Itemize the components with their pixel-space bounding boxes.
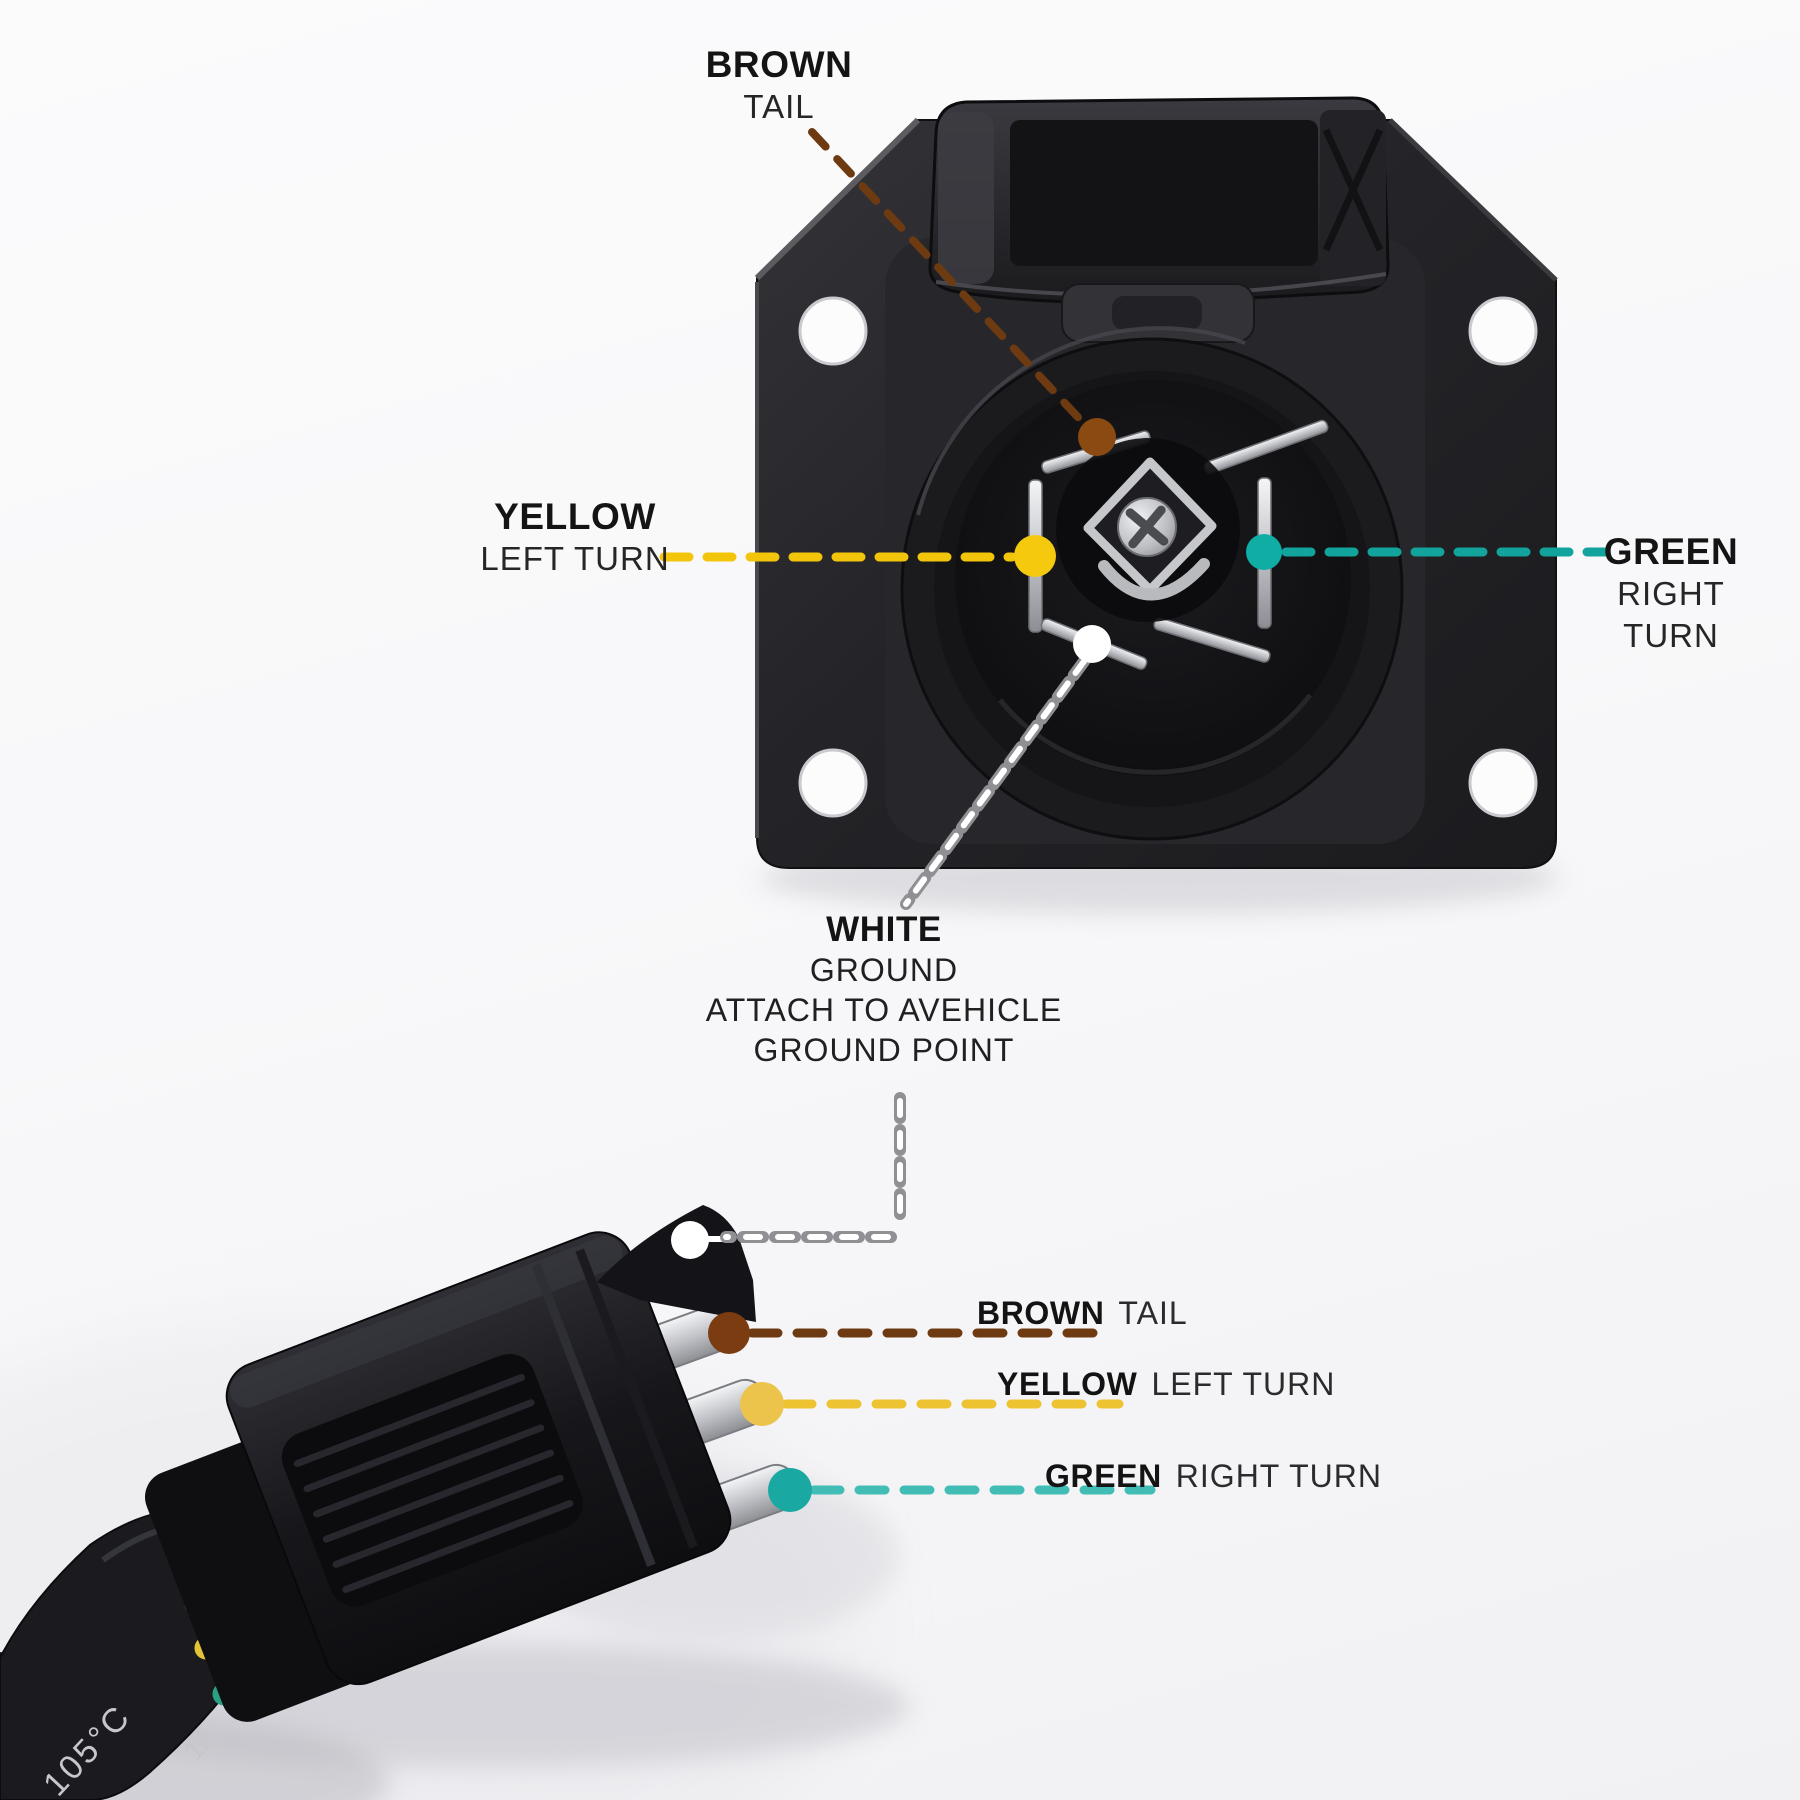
plug-annotation-lines	[720, 1092, 1156, 1495]
label-function: RIGHT TURN	[1617, 575, 1725, 654]
yellow-terminal-marker	[740, 1382, 784, 1426]
label-function: TAIL	[743, 88, 815, 125]
grip-rib	[303, 1399, 535, 1493]
ground-hole-marker	[671, 1221, 709, 1259]
label-brown-tail-bottom: BROWN TAIL	[977, 1295, 1188, 1332]
plug-body-top-highlight	[229, 1236, 623, 1408]
plug-mount-tab	[597, 1205, 756, 1322]
four-way-flat-plug: 105°C 1/	[0, 1205, 800, 1800]
mounting-hole-top-right	[1468, 296, 1538, 366]
mounting-hole-bottom-left	[798, 748, 868, 818]
blade-bottom-right	[1153, 617, 1271, 663]
socket-cover-lid	[928, 96, 1390, 305]
white-pin-marker	[1073, 625, 1111, 663]
plug-pin-markers	[708, 1312, 812, 1512]
white-ground-connector-line	[723, 1095, 903, 1240]
brown-tail-leader-line	[808, 128, 1092, 432]
green-terminal-marker	[768, 1468, 812, 1512]
lid-latch-notch	[1112, 296, 1202, 330]
label-color-word: GREEN	[1045, 1458, 1162, 1494]
flange-edge-highlight-left	[754, 117, 921, 281]
label-green-right-turn-bottom: GREEN RIGHT TURN	[1045, 1458, 1382, 1495]
brown-terminal-marker	[708, 1312, 750, 1354]
flange-edge-highlight-right	[1388, 118, 1558, 282]
lid-recess	[1010, 120, 1318, 266]
label-color-word: GREEN	[1603, 531, 1739, 572]
label-function: LEFT TURN	[1151, 1366, 1336, 1402]
phillips-cross-icon	[1125, 505, 1169, 549]
grip-rib	[313, 1424, 545, 1518]
plug-ridge-1	[531, 1263, 656, 1568]
label-function: RIGHT TURN	[1175, 1458, 1382, 1494]
hinge-spring-icon	[1322, 128, 1384, 252]
label-color-word: WHITE	[826, 910, 942, 949]
label-color-word: YELLOW	[997, 1366, 1138, 1402]
label-green-right-turn: GREEN RIGHT TURN	[1566, 531, 1776, 657]
brown-pin-marker	[1078, 418, 1116, 456]
inner-face-highlight	[998, 693, 1312, 775]
label-yellow-left-turn-bottom: YELLOW LEFT TURN	[997, 1366, 1335, 1403]
label-function-line: ATTACH TO AVEHICLE	[705, 992, 1063, 1028]
white-ground-connector-outline	[720, 1092, 906, 1243]
label-function-line: GROUND	[809, 952, 959, 988]
label-brown-tail-top: BROWN TAIL	[654, 44, 904, 128]
yellow-pin-marker	[1014, 535, 1056, 577]
screw-plate-skirt	[1098, 558, 1210, 601]
mounting-hole-top-left	[798, 296, 868, 366]
lid-left-rib	[938, 112, 994, 284]
outer-ring-highlight	[916, 326, 1246, 516]
label-function: TAIL	[1118, 1295, 1188, 1331]
seven-way-socket	[754, 96, 1558, 869]
label-function: LEFT TURN	[480, 540, 670, 577]
plug-body-wire-side	[145, 1435, 365, 1722]
label-function-line: GROUND POINT	[753, 1032, 1015, 1068]
label-color-word: YELLOW	[494, 496, 656, 537]
mounting-hole-bottom-right	[1468, 748, 1538, 818]
white-ground-leader-line	[903, 657, 1088, 907]
label-white-ground: WHITE GROUND ATTACH TO AVEHICLE GROUND P…	[689, 910, 1079, 1070]
label-yellow-left-turn: YELLOW LEFT TURN	[447, 496, 703, 580]
socket-pin-markers	[1014, 418, 1282, 663]
grip-rib	[293, 1374, 525, 1468]
center-screw-assembly	[1056, 438, 1240, 622]
grip-rib	[342, 1500, 574, 1594]
green-pin-marker	[1246, 534, 1282, 570]
plug-grip-pad	[281, 1353, 583, 1607]
plug-grip-ribs	[293, 1374, 574, 1594]
plug-body	[145, 1231, 732, 1722]
plug-ridge-2	[575, 1248, 698, 1549]
grip-rib	[322, 1449, 554, 1543]
grip-rib	[332, 1474, 564, 1568]
socket-annotation-lines	[659, 128, 1611, 910]
label-color-word: BROWN	[977, 1295, 1105, 1331]
label-color-word: BROWN	[705, 44, 853, 85]
